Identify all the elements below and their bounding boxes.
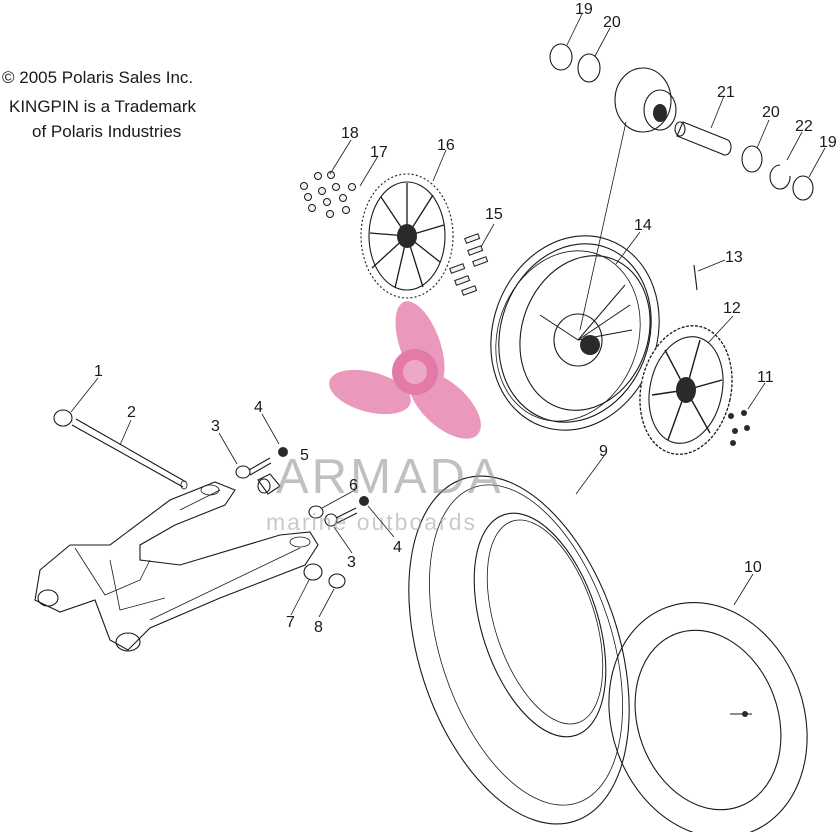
trademark-line: KINGPIN is a Trademark bbox=[9, 97, 197, 116]
callout-13: 13 bbox=[725, 249, 743, 266]
callout-15: 15 bbox=[485, 206, 503, 223]
bushing-bolt-upper bbox=[235, 457, 272, 479]
callout-19: 19 bbox=[575, 1, 593, 18]
callout-3: 3 bbox=[211, 418, 220, 435]
bushing-part-8 bbox=[328, 573, 346, 589]
brake-disc bbox=[639, 325, 733, 455]
callout-20b: 20 bbox=[762, 104, 780, 121]
valve-stem bbox=[693, 264, 698, 291]
callout-9: 9 bbox=[599, 443, 608, 460]
snap-ring bbox=[769, 164, 791, 190]
callout-14: 14 bbox=[634, 217, 652, 234]
callout-6: 6 bbox=[349, 477, 358, 494]
bushing-upper bbox=[257, 473, 281, 495]
bearing-seal-top bbox=[549, 43, 573, 71]
rear-hub bbox=[614, 67, 677, 133]
disc-bolts bbox=[728, 410, 750, 446]
swing-arm-axle bbox=[71, 418, 188, 490]
copyright-line: © 2005 Polaris Sales Inc. bbox=[2, 68, 194, 87]
callout-1: 1 bbox=[94, 363, 103, 380]
callout-20: 20 bbox=[603, 14, 621, 31]
sprocket-studs bbox=[449, 233, 489, 296]
inner-tube bbox=[608, 602, 808, 832]
swing-arm bbox=[34, 481, 319, 652]
callout-7: 7 bbox=[286, 614, 295, 631]
rear-tire bbox=[408, 475, 630, 825]
bearing-top bbox=[577, 53, 601, 83]
bushing-part-7 bbox=[303, 563, 323, 581]
drive-sprocket bbox=[360, 173, 454, 299]
axle-cap bbox=[53, 409, 73, 427]
watermark-tagline: marine outboards bbox=[266, 509, 477, 535]
callout-4b: 4 bbox=[393, 539, 402, 556]
bushing-lower bbox=[308, 505, 324, 519]
trademark-owner-line: of Polaris Industries bbox=[32, 122, 182, 141]
callout-16: 16 bbox=[437, 137, 455, 154]
callout-21: 21 bbox=[717, 84, 735, 101]
callout-4: 4 bbox=[254, 399, 263, 416]
callout-2: 2 bbox=[127, 404, 136, 421]
callout-numbers: 1 2 3 4 5 6 3 4 7 8 9 10 11 12 13 14 15 … bbox=[94, 1, 837, 636]
callout-10: 10 bbox=[744, 559, 762, 576]
nut-upper bbox=[278, 447, 288, 457]
callout-18: 18 bbox=[341, 125, 359, 142]
bearing-right bbox=[741, 145, 763, 173]
callout-19b: 19 bbox=[819, 134, 837, 151]
leader-lines bbox=[70, 13, 826, 618]
sprocket-nuts bbox=[300, 171, 356, 218]
callout-22: 22 bbox=[795, 118, 813, 135]
watermark-propeller-logo bbox=[329, 301, 481, 439]
axle-spacer bbox=[674, 121, 732, 156]
watermark-brand: ARMADA bbox=[276, 450, 504, 504]
bushing-bolt-lower bbox=[324, 507, 358, 527]
callout-8: 8 bbox=[314, 619, 323, 636]
callout-3b: 3 bbox=[347, 554, 356, 571]
callout-17: 17 bbox=[370, 144, 388, 161]
callout-11: 11 bbox=[757, 369, 774, 386]
bearing-seal-right bbox=[792, 175, 814, 201]
callout-12: 12 bbox=[723, 300, 741, 317]
callout-5: 5 bbox=[300, 447, 309, 464]
nut-lower bbox=[359, 496, 369, 506]
